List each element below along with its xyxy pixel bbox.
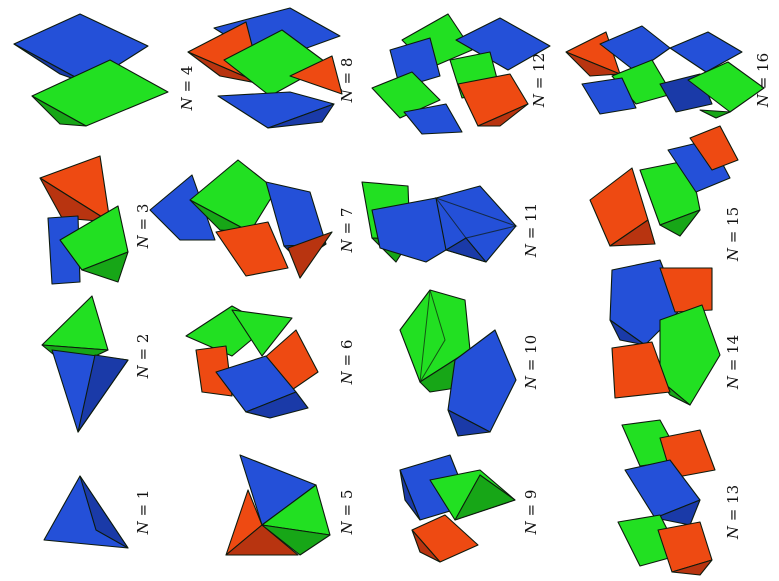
label-n12: N = 12 [530, 53, 548, 108]
tetrahedron-orange [689, 125, 739, 171]
label-n7: N = 7 [338, 208, 356, 254]
cluster-n13 [617, 419, 716, 576]
tetrahedron-orange-shade [565, 51, 621, 77]
tetrahedron-blue-shade [399, 469, 421, 521]
tetrahedron-green [41, 295, 109, 351]
label-n13: N = 13 [724, 485, 742, 540]
tetrahedron-orange-shade [609, 219, 656, 247]
cluster-n8 [187, 7, 343, 129]
cluster-n6 [185, 305, 319, 419]
tetrahedron-orange-shade [39, 177, 111, 223]
cluster-n3 [39, 155, 129, 285]
cluster-n4 [13, 13, 169, 127]
tetrahedron-green-shade [659, 209, 701, 237]
tetrahedron-orange [611, 341, 671, 399]
cluster-n9 [399, 454, 516, 563]
tetrahedron-green [687, 61, 765, 113]
tetrahedron-blue [265, 181, 327, 247]
tetrahedron-blue [447, 329, 517, 433]
label-n10: N = 10 [522, 335, 540, 390]
label-n9: N = 9 [522, 490, 540, 536]
tetrahedron-orange [215, 221, 289, 277]
cluster-n14 [609, 259, 721, 406]
tetrahedron-orange-shade [477, 103, 529, 127]
tetrahedron-green-shade [31, 95, 87, 127]
cluster-n12 [371, 13, 551, 135]
tetrahedron-blue [403, 103, 463, 135]
label-n14: N = 14 [724, 335, 742, 390]
cluster-n7 [149, 159, 333, 279]
label-n11: N = 11 [522, 203, 540, 258]
tetrahedron-orange [411, 514, 479, 563]
label-n15: N = 15 [724, 207, 742, 262]
cluster-n10 [399, 289, 517, 437]
panel-labels: N = 1 N = 2 N = 3 N = 4 N = 5 N = 6 N = … [134, 53, 772, 540]
tetrahedron-orange [195, 345, 233, 397]
tetrahedron-orange-shade [671, 559, 713, 576]
tetrahedron-orange [289, 55, 343, 95]
label-n8: N = 8 [338, 58, 356, 104]
tetrahedron-orange [457, 73, 529, 127]
cluster-n5 [225, 454, 331, 556]
label-n5: N = 5 [338, 490, 356, 536]
tetrahedron-green-shade [261, 524, 331, 556]
cluster-n11 [361, 181, 518, 263]
tetrahedron-blue-shade [445, 237, 487, 263]
tetrahedron-green-shade [454, 474, 516, 521]
label-n2: N = 2 [134, 334, 152, 380]
label-n4: N = 4 [178, 66, 196, 112]
tetrahedron-green [399, 289, 471, 383]
cluster-n1 [43, 475, 129, 549]
tetrahedron-blue-shade [447, 409, 491, 437]
tetrahedron-orange [659, 267, 713, 313]
cluster-edge [419, 289, 446, 383]
cluster-edge [434, 196, 518, 239]
tetrahedron-blue-shade [267, 103, 335, 129]
cluster-n15 [589, 125, 739, 247]
tetrahedron-orange-shade [225, 524, 299, 556]
label-n6: N = 6 [338, 340, 356, 386]
label-n3: N = 3 [134, 204, 152, 250]
tetrahedron-green [231, 309, 293, 357]
tetrahedron-blue-shade [245, 391, 309, 419]
tetrahedron-blue [581, 77, 637, 115]
cluster-n16 [565, 25, 765, 119]
tetrahedron-green-shade [81, 251, 129, 283]
tetrahedron-blue-shade [609, 319, 646, 346]
tetrahedron-blue [149, 174, 216, 241]
cluster-n2 [41, 295, 129, 433]
label-n1: N = 1 [134, 490, 152, 536]
tetrahedron-blue-shade [77, 354, 129, 433]
tetrahedron-green-shade [699, 109, 731, 119]
tetrahedron-orange-shade [287, 231, 333, 279]
tetrahedron-orange-shade [187, 51, 263, 85]
tetrahedron-blue [669, 31, 743, 73]
tetrahedron-blue-shade [79, 475, 129, 549]
tetrahedron-blue-shade [654, 499, 701, 526]
label-n16: N = 16 [754, 53, 772, 108]
tetrahedron-green [371, 71, 441, 119]
tetrahedron-orange-shade [411, 529, 441, 563]
